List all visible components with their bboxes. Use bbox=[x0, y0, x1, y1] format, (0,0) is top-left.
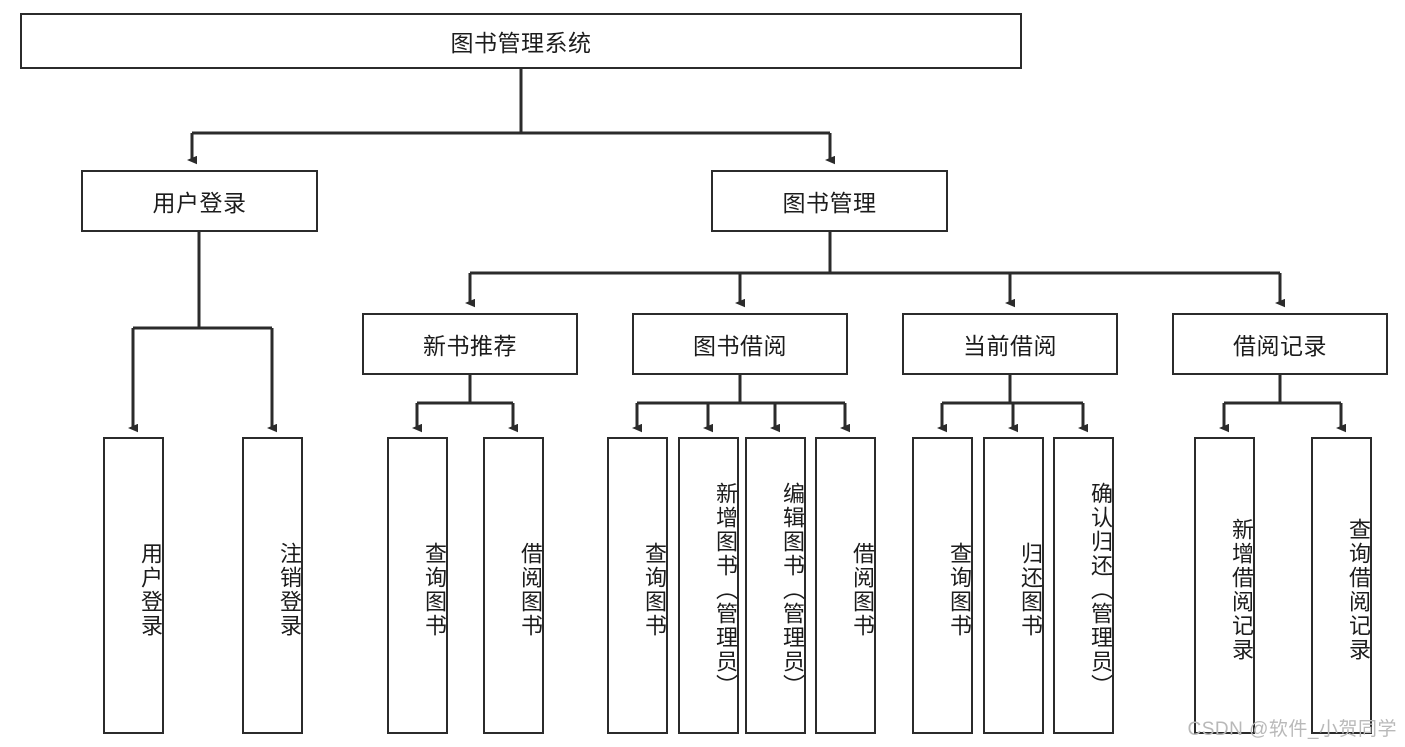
node-leaf-add-record[interactable]: 新增借阅记录 bbox=[1194, 437, 1255, 734]
node-leaf-user-logout[interactable]: 注销登录 bbox=[242, 437, 303, 734]
node-leaf-edit-book-label: 编辑图书（管理员） bbox=[780, 481, 805, 698]
node-leaf-borrow-book-1-label: 借阅图书 bbox=[518, 541, 543, 638]
node-leaf-add-book-label: 新增图书（管理员） bbox=[713, 481, 738, 698]
node-leaf-user-logout-label: 注销登录 bbox=[277, 541, 302, 638]
csdn-watermark: CSDN @软件_小贺同学 bbox=[1187, 719, 1397, 740]
node-user-login-label: 用户登录 bbox=[152, 190, 247, 216]
node-borrow-record-label: 借阅记录 bbox=[1233, 333, 1327, 359]
node-leaf-query-record-label: 查询借阅记录 bbox=[1346, 517, 1371, 662]
node-book-borrow[interactable]: 图书借阅 bbox=[632, 313, 848, 375]
node-leaf-return-book-label: 归还图书 bbox=[1018, 541, 1043, 638]
node-leaf-borrow-book-2[interactable]: 借阅图书 bbox=[815, 437, 876, 734]
node-current-borrow-label: 当前借阅 bbox=[963, 333, 1057, 359]
node-leaf-query-book-1-label: 查询图书 bbox=[422, 541, 447, 638]
node-borrow-record[interactable]: 借阅记录 bbox=[1172, 313, 1388, 375]
node-user-login[interactable]: 用户登录 bbox=[81, 170, 318, 232]
node-leaf-user-login-label: 用户登录 bbox=[138, 541, 163, 638]
node-leaf-query-book-3[interactable]: 查询图书 bbox=[912, 437, 973, 734]
node-leaf-return-book[interactable]: 归还图书 bbox=[983, 437, 1044, 734]
node-leaf-add-record-label: 新增借阅记录 bbox=[1229, 517, 1254, 662]
node-book-manage-label: 图书管理 bbox=[782, 190, 877, 216]
node-new-book-rec-label: 新书推荐 bbox=[423, 333, 517, 359]
node-leaf-borrow-book-1[interactable]: 借阅图书 bbox=[483, 437, 544, 734]
node-leaf-query-book-1[interactable]: 查询图书 bbox=[387, 437, 448, 734]
node-current-borrow[interactable]: 当前借阅 bbox=[902, 313, 1118, 375]
node-book-manage[interactable]: 图书管理 bbox=[711, 170, 948, 232]
node-root[interactable]: 图书管理系统 bbox=[20, 13, 1022, 69]
node-leaf-query-book-3-label: 查询图书 bbox=[947, 541, 972, 638]
node-new-book-rec[interactable]: 新书推荐 bbox=[362, 313, 578, 375]
node-leaf-user-login[interactable]: 用户登录 bbox=[103, 437, 164, 734]
node-book-borrow-label: 图书借阅 bbox=[693, 333, 787, 359]
node-leaf-query-book-2[interactable]: 查询图书 bbox=[607, 437, 668, 734]
node-leaf-add-book[interactable]: 新增图书（管理员） bbox=[678, 437, 739, 734]
node-leaf-query-record[interactable]: 查询借阅记录 bbox=[1311, 437, 1372, 734]
node-leaf-query-book-2-label: 查询图书 bbox=[642, 541, 667, 638]
node-root-label: 图书管理系统 bbox=[450, 30, 592, 56]
node-leaf-confirm-return[interactable]: 确认归还（管理员） bbox=[1053, 437, 1114, 734]
node-leaf-borrow-book-2-label: 借阅图书 bbox=[850, 541, 875, 638]
node-leaf-edit-book[interactable]: 编辑图书（管理员） bbox=[745, 437, 806, 734]
node-leaf-confirm-return-label: 确认归还（管理员） bbox=[1088, 481, 1113, 698]
